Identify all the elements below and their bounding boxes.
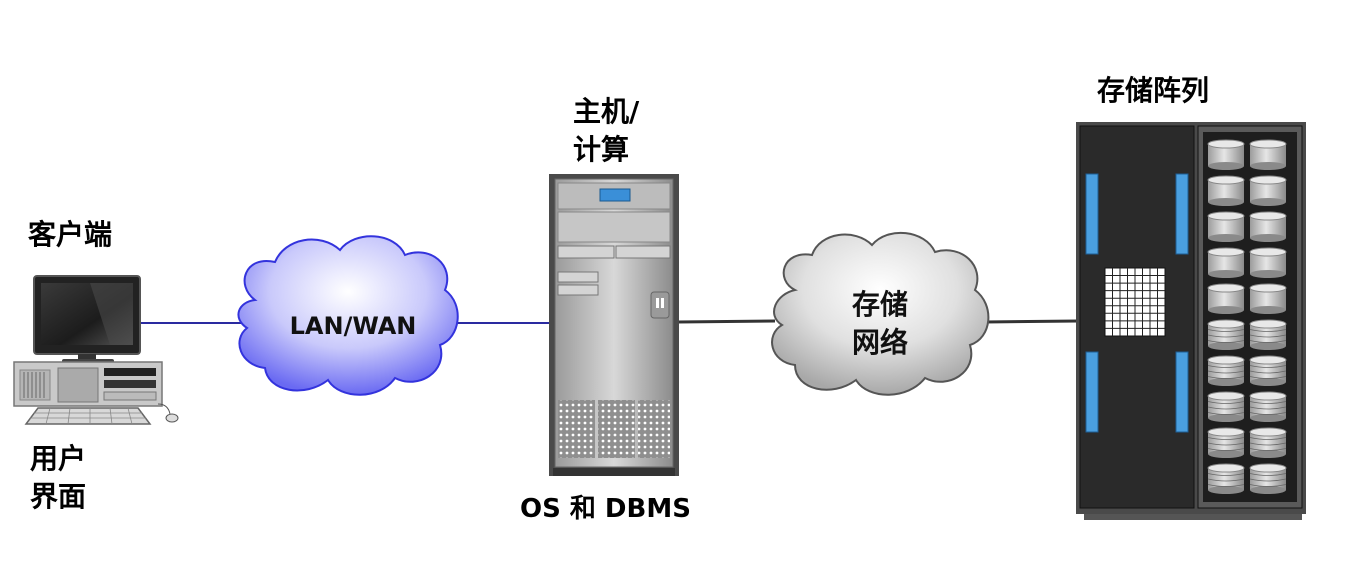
disk-drive-icon [1249, 319, 1287, 350]
disk-drive-icon [1207, 175, 1245, 206]
disk-drive-icon [1207, 355, 1245, 386]
lan-wan-cloud [237, 235, 459, 396]
disk-drive-icon [1207, 247, 1245, 278]
client-caption: 用户 界面 [30, 442, 87, 513]
disk-drive-icon [1207, 319, 1245, 350]
disk-drive-icon [1207, 139, 1245, 170]
storage-array-heading: 存储阵列 [1097, 74, 1210, 107]
disk-drive-icon [1249, 247, 1287, 278]
desktop-computer-icon [13, 275, 179, 425]
storage-network-label: 存储 网络 [851, 288, 908, 359]
lan-wan-label: LAN/WAN [289, 312, 417, 340]
disk-drive-icon [1207, 283, 1245, 314]
host-san-link [677, 319, 776, 324]
disk-drive-icon [1207, 427, 1245, 458]
disk-drive-icon [1249, 139, 1287, 170]
disk-drive-icon [1207, 391, 1245, 422]
disk-drive-icon [1249, 427, 1287, 458]
disk-drive-icon [1249, 283, 1287, 314]
disk-drive-icon [1249, 463, 1287, 494]
host-caption: OS 和 DBMS [520, 494, 691, 524]
host-heading: 主机/ 计算 [573, 95, 640, 166]
storage-rack-icon [1076, 122, 1306, 520]
disk-drive-icon [1207, 463, 1245, 494]
disk-drive-icon [1207, 211, 1245, 242]
disk-drive-icon [1249, 211, 1287, 242]
client-heading: 客户端 [28, 218, 113, 251]
disk-drive-icon [1249, 175, 1287, 206]
storage-network-cloud [771, 231, 990, 396]
disk-drive-icon [1249, 391, 1287, 422]
tower-server-icon [549, 174, 679, 476]
rack-grid-panel [1104, 267, 1166, 337]
disk-drive-icon [1249, 355, 1287, 386]
san-storage-link [984, 319, 1079, 324]
